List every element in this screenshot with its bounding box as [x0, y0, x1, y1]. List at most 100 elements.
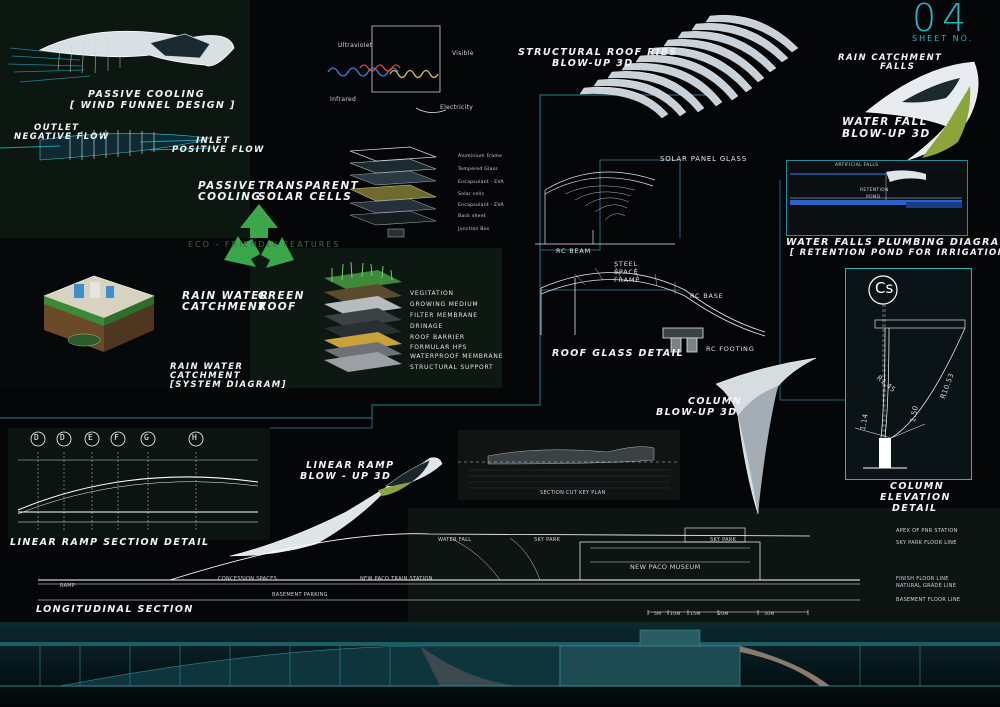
green-roof-layer-7: STRUCTURAL SUPPORT: [410, 364, 494, 371]
sheet-number: 04: [912, 0, 973, 40]
ramp-section-drawing: [17, 452, 259, 530]
rc-footing-label: RC FOOTING: [706, 345, 755, 353]
grid-label-5: H: [192, 433, 197, 442]
cycle-green-2: ROOF: [258, 301, 297, 313]
section-museum: NEW PACO MUSEUM: [630, 563, 701, 571]
wind-funnel-illustration: [0, 30, 235, 161]
plumbing-title-2: [ RETENTION POND FOR IRRIGATION ]: [790, 248, 1000, 258]
roof-glass-detail-drawing: [535, 171, 766, 353]
solar-layer-6: Junction Box: [458, 227, 490, 232]
retention-pond-label-2: POND: [866, 195, 881, 200]
solar-layer-3: Solar cells: [458, 192, 485, 197]
solar-layer-4: Encapsulant - EVA: [458, 203, 504, 208]
artificial-falls-label: ARTIFICIAL FALLS: [835, 163, 879, 168]
column-elevation-title-2: ELEVATION: [880, 492, 951, 503]
column-elevation-title-1: COLUMN: [890, 481, 945, 492]
cycle-rain-2: CATCHMENT: [182, 301, 267, 313]
green-roof-layer-2: FILTER MEMBRANE: [410, 312, 478, 319]
cycle-passive-1: PASSIVE: [198, 180, 257, 192]
outlet-label-1: OUTLET: [34, 123, 80, 133]
solar-layer-1: Tempered Glass: [458, 167, 498, 172]
ultraviolet-label: Ultraviolet: [338, 42, 373, 49]
grid-label-3: F: [114, 433, 119, 442]
cycle-solar-1: TRANSPARENT: [258, 180, 360, 192]
rc-base-label: RC BASE: [690, 292, 724, 300]
roof-glass-detail-title: ROOF GLASS DETAIL: [552, 348, 684, 359]
rc-beam-label: RC BEAM: [556, 247, 592, 255]
grid-label-0: D: [34, 433, 39, 442]
section-concession: CONCESSION SPACES: [218, 576, 278, 582]
column-3d: [715, 357, 817, 515]
infrared-label: Infrared: [330, 96, 357, 103]
key-plan-drawing: [458, 446, 680, 489]
key-plan-panel: [458, 430, 680, 500]
spectrum-diagram: [327, 25, 447, 113]
longitudinal-section-title: LONGITUDINAL SECTION: [36, 604, 194, 615]
ramp-blowup-title-1: LINEAR RAMP: [306, 460, 395, 471]
inlet-label-2: POSITIVE FLOW: [172, 145, 265, 155]
plumbing-diagram: [790, 170, 962, 208]
green-roof-exploded: [324, 261, 402, 372]
section-sky-park-2: SKY PARK: [710, 537, 737, 543]
green-roof-layer-0: VEGITATION: [410, 290, 454, 297]
water-fall-title-2: BLOW-UP 3D: [842, 128, 931, 140]
eco-features-label: ECO - FRIENDLY FEATURES: [188, 240, 341, 249]
visible-label: Visible: [452, 50, 474, 57]
cs-label: Cs: [875, 279, 894, 297]
bottom-render-strip: [0, 622, 1000, 707]
outlet-label-2: NEGATIVE FLOW: [14, 132, 110, 142]
section-basement: BASEMENT PARKING: [272, 592, 328, 598]
roof-ribs-title-2: BLOW-UP 3D: [552, 58, 634, 69]
grid-label-2: E: [88, 433, 93, 442]
green-roof-layer-5: FORMULAR HPS: [410, 344, 468, 351]
level-2: SKY PARK FLOOR LINE: [896, 540, 957, 546]
level-4: NATURAL GRADE LINE: [896, 583, 957, 589]
solar-layer-5: Back sheet: [458, 214, 486, 219]
solar-layer-0: Aluminium Frame: [458, 154, 503, 159]
steel-frame-label-3: FRAME: [614, 276, 641, 284]
level-3: FINISH FLOOR LINE: [896, 576, 949, 582]
section-ramp: RAMP: [60, 583, 76, 589]
solar-panel-exploded: [349, 146, 437, 238]
column-elevation-drawing: [854, 275, 966, 469]
inlet-label-1: INLET: [196, 136, 231, 146]
cycle-rain-1: RAIN WATER: [182, 290, 270, 302]
rain-catchment-falls-2: FALLS: [880, 62, 916, 72]
scale-bar: [647, 610, 809, 615]
scale-4: 30M: [764, 612, 775, 617]
column-elevation-title-3: DETAIL: [892, 503, 938, 514]
solar-layer-2: Encapsulant - EVA: [458, 180, 504, 185]
scale-3: 20M: [718, 612, 729, 617]
green-roof-layer-4: ROOF BARRIER: [410, 334, 465, 341]
level-5: BASEMENT FLOOR LINE: [896, 597, 961, 603]
longitudinal-section-panel: [408, 508, 1000, 623]
linear-ramp-3d: [229, 457, 443, 557]
longitudinal-section-drawing: [38, 527, 860, 601]
column-blowup-title-1: COLUMN: [688, 396, 743, 407]
steel-frame-label-1: STEEL: [614, 260, 638, 268]
passive-cooling-title: PASSIVE COOLING: [88, 89, 205, 100]
level-1: APEX OF PNR STATION: [896, 528, 958, 534]
rain-system-label-2: CATCHMENT: [170, 371, 241, 381]
ramp-blowup-title-2: BLOW - UP 3D: [300, 471, 392, 482]
green-roof-layer-3: DRINAGE: [410, 323, 444, 330]
scale-1: 10M: [670, 612, 681, 617]
ramp-grid-bubbles: [30, 431, 204, 447]
solar-glass-label: SOLAR PANEL GLASS: [660, 155, 747, 163]
grid-label-4: G: [144, 433, 149, 442]
rain-system-label-3: [SYSTEM DIAGRAM]: [170, 380, 287, 390]
roof-ribs-3d: [579, 15, 799, 119]
key-plan-label: SECTION CUT KEY PLAN: [540, 490, 606, 496]
roof-ribs-title-1: STRUCTURAL ROOF RIBS: [518, 47, 678, 58]
grid-label-1: D: [60, 433, 65, 442]
section-train: NEW PACO TRAIN STATION: [360, 576, 433, 582]
water-fall-3d: [865, 61, 979, 161]
column-blowup-title-2: BLOW-UP 3D: [656, 407, 738, 418]
rain-catchment-falls-1: RAIN CATCHMENT: [838, 53, 943, 63]
section-water-fall: WATER FALL: [438, 537, 472, 543]
ramp-section-title: LINEAR RAMP SECTION DETAIL: [10, 537, 210, 548]
scale-0: 5M: [654, 612, 662, 617]
section-sky-park-1: SKY PARK: [534, 537, 561, 543]
